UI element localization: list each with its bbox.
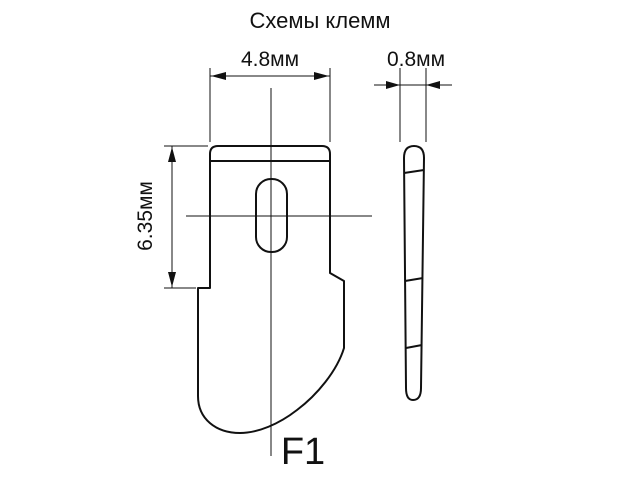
height-arrow-bottom bbox=[168, 272, 176, 287]
side-view-outline bbox=[403, 145, 425, 401]
height-dimension-label: 6.35мм bbox=[134, 181, 157, 251]
width-arrow-left bbox=[211, 72, 226, 80]
thickness-arrow-left bbox=[386, 81, 400, 89]
front-view-outline bbox=[197, 145, 345, 434]
height-arrow-top bbox=[168, 147, 176, 162]
side-view-notch-3 bbox=[405, 344, 423, 349]
dimension-height: 6.35мм bbox=[134, 145, 208, 289]
side-view-notch-1 bbox=[403, 169, 425, 174]
side-view-notch-2 bbox=[404, 277, 424, 282]
thickness-arrow-right bbox=[426, 81, 440, 89]
page-title: Схемы клемм bbox=[249, 8, 390, 33]
thickness-dimension-label: 0.8мм bbox=[387, 48, 445, 71]
dimension-thickness: 0.8мм bbox=[374, 48, 452, 142]
part-label: F1 bbox=[281, 431, 325, 473]
width-dimension-label: 4.8мм bbox=[241, 48, 299, 71]
center-lines bbox=[186, 88, 372, 456]
width-arrow-right bbox=[314, 72, 329, 80]
side-view bbox=[403, 145, 425, 401]
dimension-width: 4.8мм bbox=[209, 48, 331, 142]
